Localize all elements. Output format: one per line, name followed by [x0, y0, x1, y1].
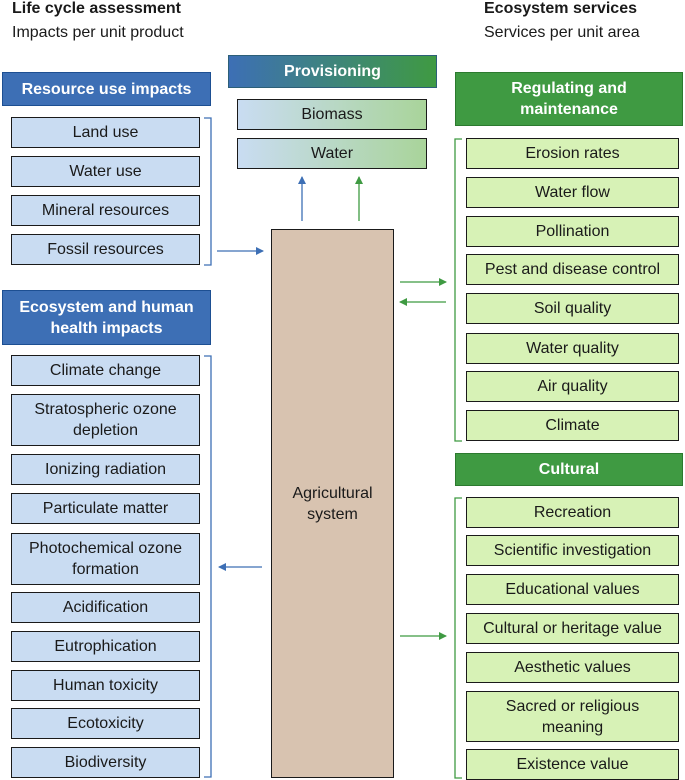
- health-impacts-header: Ecosystem and human health impacts: [2, 290, 211, 345]
- es-title: Ecosystem services: [484, 0, 637, 17]
- health-bracket: [204, 355, 212, 778]
- provisioning-item-water: Water: [237, 138, 427, 169]
- health-item-biodiversity: Biodiversity: [11, 747, 200, 778]
- health-item-climate-change: Climate change: [11, 355, 200, 386]
- cultural-item-educational-values: Educational values: [466, 574, 679, 605]
- health-item-ecotoxicity: Ecotoxicity: [11, 708, 200, 739]
- regulating-bracket: [454, 138, 462, 442]
- agricultural-system-line-1: Agricultural: [292, 484, 373, 502]
- regulating-item-water-flow: Water flow: [466, 177, 679, 208]
- resource-item-fossil-resources: Fossil resources: [11, 234, 200, 265]
- regulating-item-pest-disease: Pest and disease control: [466, 254, 679, 285]
- cultural-item-aesthetic-values: Aesthetic values: [466, 652, 679, 683]
- lca-title: Life cycle assessment: [12, 0, 181, 17]
- cultural-item-recreation: Recreation: [466, 497, 679, 528]
- health-header-line-2: health impacts: [50, 319, 163, 337]
- cultural-item-scientific-investigation: Scientific investigation: [466, 535, 679, 566]
- health-item-particulate-matter: Particulate matter: [11, 493, 200, 524]
- agricultural-system-line-2: system: [307, 505, 358, 523]
- resource-item-land-use: Land use: [11, 117, 200, 148]
- provisioning-item-biomass: Biomass: [237, 99, 427, 130]
- es-subtitle: Services per unit area: [484, 24, 640, 41]
- resource-item-water-use: Water use: [11, 156, 200, 187]
- resource-use-header: Resource use impacts: [2, 72, 211, 106]
- cultural-item-line: Sacred or religious: [505, 697, 640, 715]
- regulating-item-water-quality: Water quality: [466, 333, 679, 364]
- health-item-eutrophication: Eutrophication: [11, 631, 200, 662]
- agricultural-system-box: Agricultural system: [271, 229, 394, 778]
- regulating-item-soil-quality: Soil quality: [466, 293, 679, 324]
- health-item-ionizing-radiation: Ionizing radiation: [11, 454, 200, 485]
- regulating-header-line-1: Regulating and: [511, 80, 627, 97]
- health-item-line: Stratospheric ozone: [34, 401, 177, 418]
- resource-bracket: [204, 117, 212, 266]
- cultural-bracket: [454, 497, 462, 779]
- cultural-header: Cultural: [455, 453, 683, 486]
- regulating-header: Regulating and maintenance: [455, 72, 683, 126]
- resource-item-mineral-resources: Mineral resources: [11, 195, 200, 226]
- health-item-human-toxicity: Human toxicity: [11, 670, 200, 701]
- regulating-header-line-2: maintenance: [520, 101, 618, 118]
- health-item-photochemical-ozone: Photochemical ozone formation: [11, 533, 200, 585]
- regulating-item-erosion-rates: Erosion rates: [466, 138, 679, 169]
- regulating-item-pollination: Pollination: [466, 216, 679, 247]
- health-item-line: depletion: [73, 422, 138, 439]
- cultural-item-existence-value: Existence value: [466, 749, 679, 780]
- cultural-item-line: meaning: [541, 718, 604, 736]
- lca-subtitle: Impacts per unit product: [12, 24, 184, 41]
- cultural-item-heritage-value: Cultural or heritage value: [466, 613, 679, 644]
- regulating-item-air-quality: Air quality: [466, 371, 679, 402]
- health-item-stratospheric-ozone: Stratospheric ozone depletion: [11, 394, 200, 446]
- regulating-item-climate: Climate: [466, 410, 679, 441]
- health-header-line-1: Ecosystem and human: [19, 298, 194, 316]
- health-item-line: formation: [72, 561, 139, 578]
- health-item-line: Photochemical ozone: [29, 540, 182, 557]
- cultural-item-sacred-religious: Sacred or religious meaning: [466, 691, 679, 742]
- provisioning-header: Provisioning: [228, 55, 437, 88]
- health-item-acidification: Acidification: [11, 592, 200, 623]
